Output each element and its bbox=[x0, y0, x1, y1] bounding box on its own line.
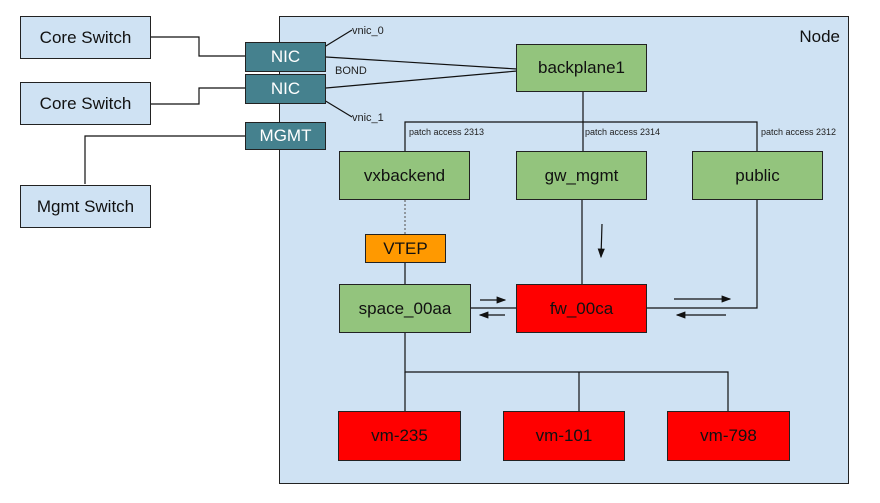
bridge-gw-mgmt-label: gw_mgmt bbox=[544, 165, 619, 185]
firewall-label: fw_00ca bbox=[549, 298, 614, 318]
space-00aa-label: space_00aa bbox=[358, 298, 452, 318]
core-switch-2: Core Switch bbox=[20, 82, 151, 125]
bridge-backplane1-label: backplane1 bbox=[538, 58, 625, 77]
bridge-gw-mgmt: gw_mgmt bbox=[516, 151, 647, 200]
bridge-vxbackend-label: vxbackend bbox=[363, 165, 446, 185]
bridge-vxbackend: vxbackend bbox=[339, 151, 470, 200]
patch-label-vxbackend: patch access 2313 bbox=[409, 127, 485, 137]
vtep: VTEP bbox=[365, 234, 446, 263]
vm-box: vm-101 bbox=[503, 411, 625, 461]
core-switch-1: Core Switch bbox=[20, 16, 151, 59]
wire-core2-nic2 bbox=[151, 87, 246, 105]
vm-label: vm-798 bbox=[700, 426, 757, 445]
nic-2: NIC bbox=[245, 74, 326, 104]
patch-label-gw-mgmt: patch access 2314 bbox=[585, 127, 661, 137]
node-label: Node bbox=[799, 27, 840, 46]
bridge-public: public bbox=[692, 151, 823, 200]
vm-box: vm-798 bbox=[667, 411, 790, 461]
vnic-0-label: vnic_0 bbox=[352, 25, 384, 37]
vm-label: vm-235 bbox=[371, 426, 428, 445]
space-00aa: space_00aa bbox=[339, 284, 471, 333]
mgmt-switch: Mgmt Switch bbox=[20, 185, 151, 228]
nic-1-label: NIC bbox=[270, 47, 301, 66]
vm-label: vm-101 bbox=[535, 426, 593, 445]
vm-box: vm-235 bbox=[338, 411, 461, 461]
bond-label: BOND bbox=[335, 65, 367, 77]
bridge-backplane1: backplane1 bbox=[516, 44, 647, 92]
bridge-public-label: public bbox=[735, 165, 780, 185]
firewall-fw-00ca: fw_00ca bbox=[516, 284, 647, 333]
nic-1: NIC bbox=[245, 42, 326, 72]
mgmt-switch-label: Mgmt Switch bbox=[36, 196, 135, 216]
core-switch-2-label: Core Switch bbox=[39, 93, 132, 113]
wire-mgmt bbox=[84, 135, 246, 184]
patch-label-public: patch access 2312 bbox=[761, 127, 837, 137]
vtep-label: VTEP bbox=[383, 238, 428, 258]
mgmt-interface: MGMT bbox=[245, 122, 326, 150]
core-switch-1-label: Core Switch bbox=[39, 27, 132, 47]
vnic-1-label: vnic_1 bbox=[352, 112, 384, 124]
mgmt-interface-label: MGMT bbox=[259, 126, 312, 145]
nic-2-label: NIC bbox=[270, 79, 301, 98]
wire-core1-nic1 bbox=[151, 36, 246, 57]
